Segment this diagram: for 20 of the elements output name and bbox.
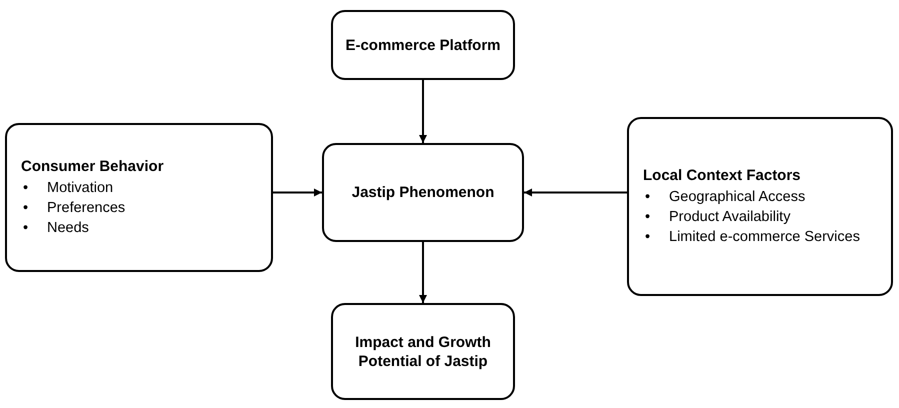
arrow <box>419 242 427 303</box>
bullet-item: • Geographical Access <box>645 188 806 207</box>
bullet-item: • Product Availability <box>645 208 792 227</box>
box-heading: Jastip Phenomenon <box>352 183 494 202</box>
process-box <box>331 303 515 400</box>
bullet-item: • Preferences <box>23 199 126 218</box>
bullet-item: • Motivation <box>23 179 114 198</box>
process-box <box>322 143 524 242</box>
process-box <box>331 10 515 80</box>
bullet-item: • Needs <box>23 219 90 238</box>
box-heading: Local Context Factors <box>643 166 802 185</box>
arrow <box>419 80 427 143</box>
bullet-item: • Limited e-commerce Services <box>645 228 861 247</box>
process-box <box>5 123 273 272</box>
box-heading: Impact and Growth Potential of Jastip <box>354 332 492 370</box>
box-heading: E-commerce Platform <box>345 36 501 54</box>
arrow <box>524 188 627 196</box>
box-heading: Consumer Behavior <box>21 157 165 176</box>
arrow <box>273 188 322 196</box>
process-box <box>627 117 893 296</box>
